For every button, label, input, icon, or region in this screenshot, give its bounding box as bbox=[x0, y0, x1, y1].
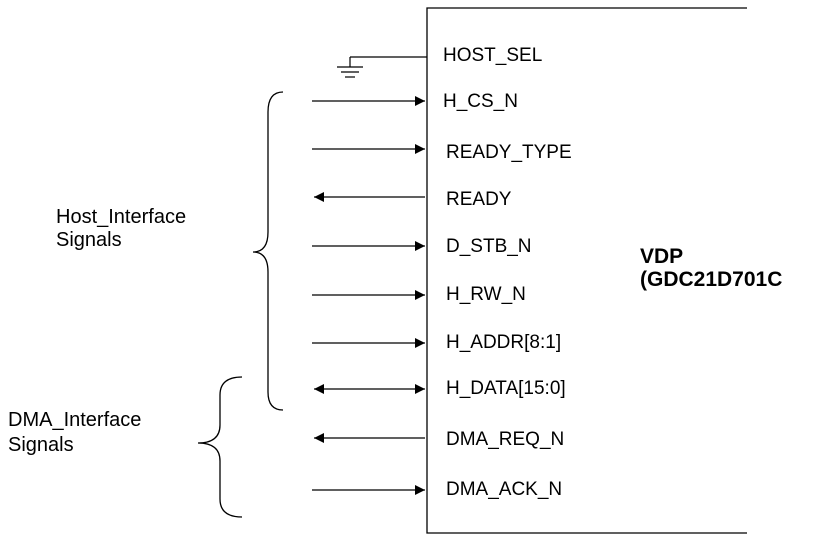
host-group-label-line1: Host_Interface bbox=[56, 206, 187, 228]
signal-label-d-stb-n: D_STB_N bbox=[446, 236, 532, 257]
signal-label-ready: READY bbox=[446, 189, 512, 210]
signal-label-h-cs-n: H_CS_N bbox=[443, 91, 518, 112]
dma-group-label-line1: DMA_Interface bbox=[8, 409, 142, 431]
signal-label-host-sel: HOST_SEL bbox=[443, 45, 543, 66]
signal-label-ready-type: READY_TYPE bbox=[446, 142, 572, 163]
dma-interface-brace bbox=[197, 376, 243, 518]
host-group-label-line2: Signals bbox=[56, 229, 122, 251]
ground-symbol bbox=[337, 56, 427, 78]
signal-label-dma-req-n: DMA_REQ_N bbox=[446, 429, 565, 450]
chip-box-outline bbox=[426, 7, 747, 534]
signal-label-h-rw-n: H_RW_N bbox=[446, 284, 526, 305]
signal-label-h-addr: H_ADDR[8:1] bbox=[446, 332, 562, 353]
host-interface-brace bbox=[252, 91, 284, 411]
signal-label-dma-ack-n: DMA_ACK_N bbox=[446, 479, 563, 500]
signal-label-h-data: H_DATA[15:0] bbox=[446, 378, 566, 399]
chip-name: VDP bbox=[640, 245, 684, 268]
chip-part-number: (GDC21D701C bbox=[640, 268, 783, 291]
dma-group-label-line2: Signals bbox=[8, 434, 74, 456]
